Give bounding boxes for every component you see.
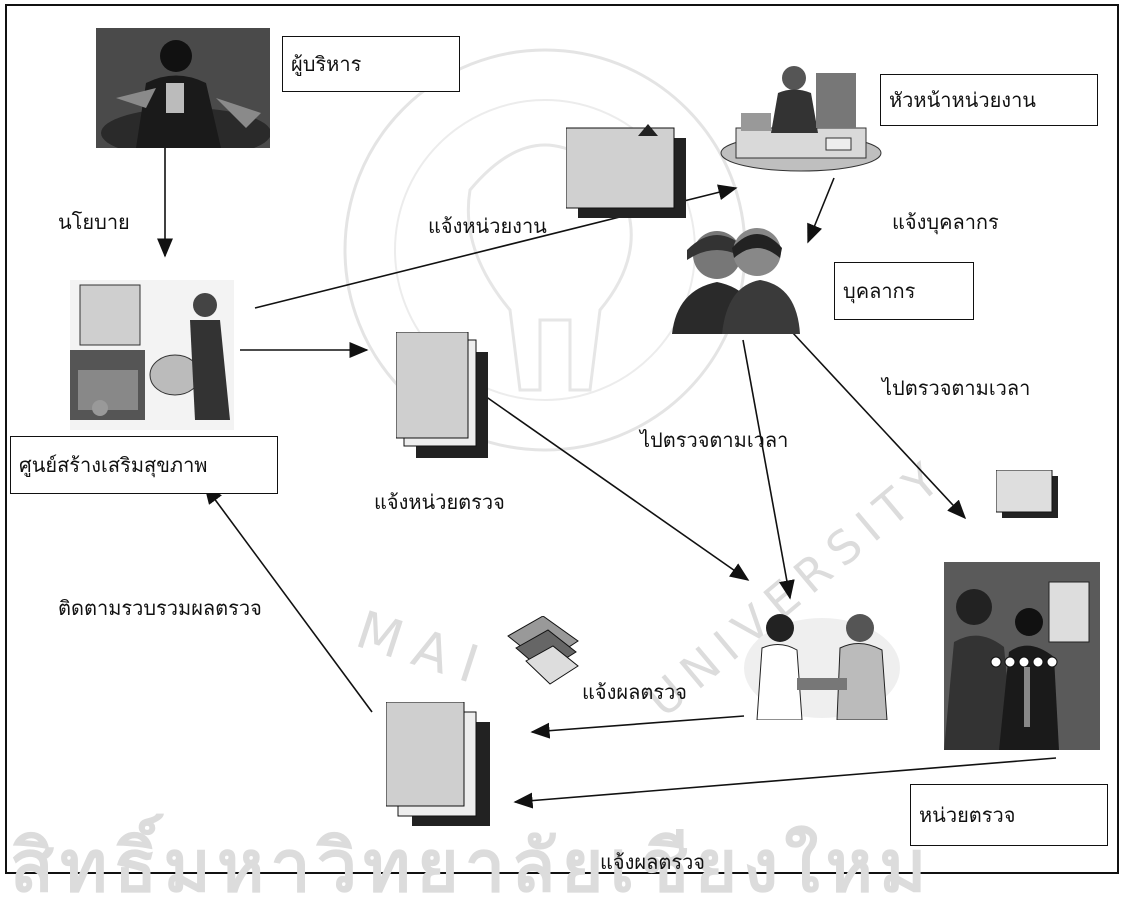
exam-unit-picture [944, 562, 1100, 750]
file-folders-picture [507, 616, 579, 685]
edge-label-go-exam-middle: ไปตรวจตามเวลา [640, 428, 789, 452]
arrow-go-exam-1 [742, 339, 795, 600]
executive-box: ผู้บริหาร [282, 36, 460, 92]
examination-picture [744, 614, 900, 720]
exam-unit-box: หน่วยตรวจ [910, 784, 1108, 846]
document-pages-picture-2 [386, 702, 490, 826]
health-center-box: ศูนย์สร้างเสริมสุขภาพ [10, 436, 278, 494]
edge-label-follow-up-results: ติดตามรวบรวมผลตรวจ [58, 596, 262, 620]
diagram-frame [5, 4, 1119, 874]
arrow-notify-results-1 [530, 715, 745, 739]
health-center-picture [70, 280, 234, 430]
arrow-notify-personnel [807, 177, 835, 244]
arrow-go-exam-2 [791, 331, 967, 520]
document-pages-picture-1 [396, 332, 488, 458]
edge-label-notify-personnel: แจ้งบุคลากร [892, 210, 999, 234]
edge-label-notify-departments: แจ้งหน่วยงาน [428, 214, 547, 238]
edge-label-policy: นโยบาย [58, 210, 130, 234]
edge-label-notify-results-lower: แจ้งผลตรวจ [600, 850, 706, 874]
document-note-picture [996, 470, 1058, 518]
edge-label-notify-exam-unit: แจ้งหน่วยตรวจ [374, 490, 505, 514]
personnel-box: บุคลากร [834, 262, 974, 320]
arrow-notify-results-2 [513, 757, 1057, 809]
edge-label-go-exam-right: ไปตรวจตามเวลา [882, 376, 1031, 400]
department-head-box: หัวหน้าหน่วยงาน [880, 74, 1098, 126]
arrow-follow-up [204, 484, 373, 713]
edge-label-notify-results-upper: แจ้งผลตรวจ [582, 680, 688, 704]
personnel-picture [672, 228, 800, 334]
document-stack-picture [566, 124, 686, 218]
department-head-picture [720, 66, 882, 172]
arrow-doc-to-exam [484, 395, 750, 581]
executive-picture [96, 28, 270, 148]
